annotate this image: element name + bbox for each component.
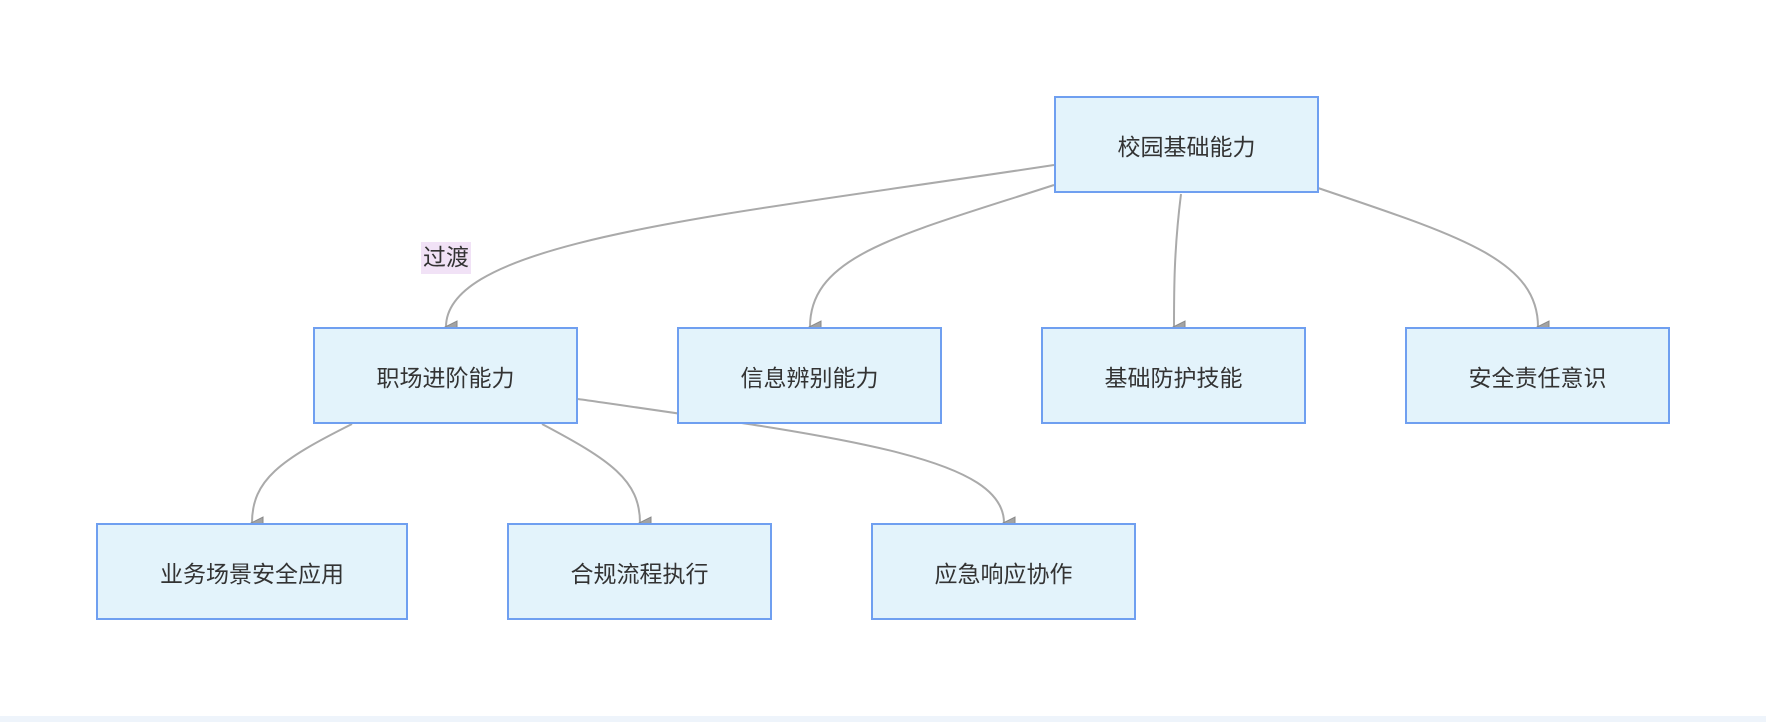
node-campus-basic-ability[interactable]: 校园基础能力 [1054, 96, 1319, 193]
edge-workplace-to-compliance [541, 423, 640, 523]
node-business-scenario-security[interactable]: 业务场景安全应用 [96, 523, 408, 620]
edge-campus-to-info [810, 184, 1055, 327]
node-basic-protection-skill[interactable]: 基础防护技能 [1041, 327, 1306, 424]
node-emergency-response-collaboration[interactable]: 应急响应协作 [871, 523, 1136, 620]
node-compliance-process-execution[interactable]: 合规流程执行 [507, 523, 772, 620]
bottom-strip [0, 716, 1766, 722]
edge-campus-to-protection [1174, 193, 1181, 327]
edge-label-transition: 过渡 [421, 242, 471, 274]
node-workplace-advanced-ability[interactable]: 职场进阶能力 [313, 327, 578, 424]
node-safety-responsibility-awareness[interactable]: 安全责任意识 [1405, 327, 1670, 424]
node-info-discrimination-ability[interactable]: 信息辨别能力 [677, 327, 942, 424]
edge-campus-to-workplace [446, 164, 1055, 327]
edge-campus-to-safety [1317, 187, 1538, 327]
edge-workplace-to-business [252, 423, 353, 523]
